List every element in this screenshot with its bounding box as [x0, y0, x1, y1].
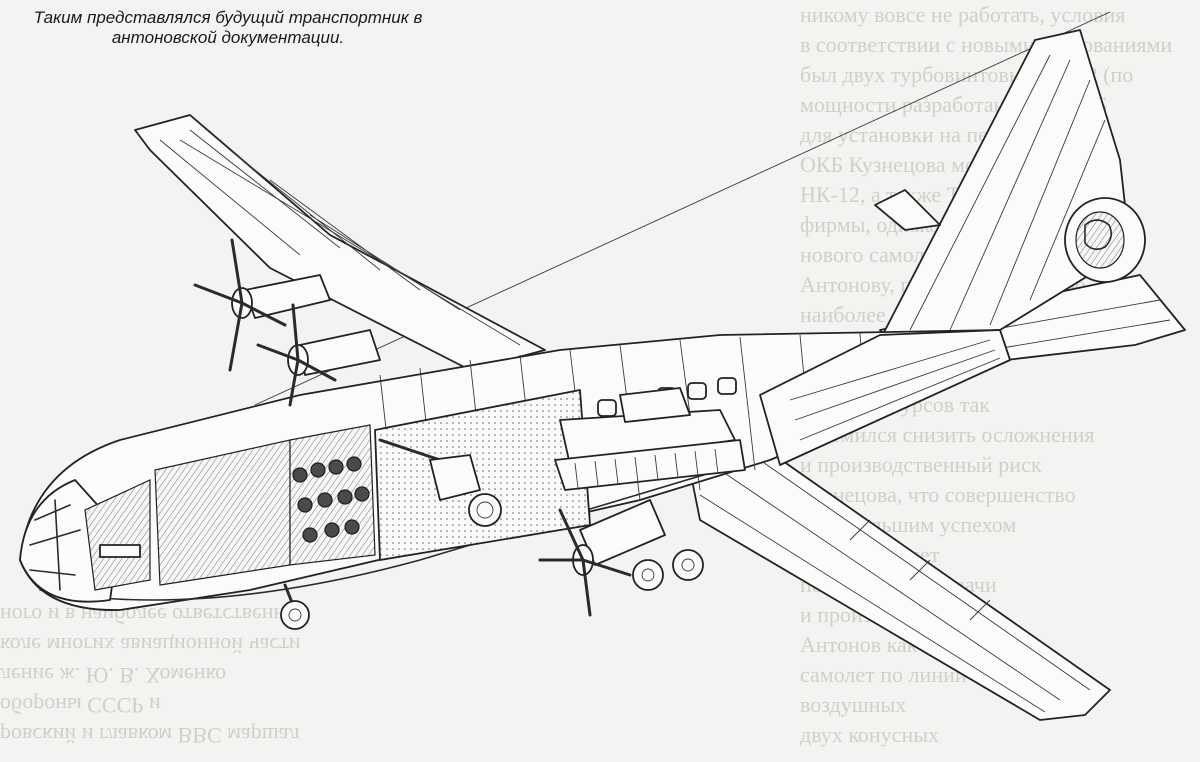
fin-fillet: [874, 189, 941, 231]
troop-heads: [292, 456, 370, 543]
tail-turret: [1064, 197, 1146, 283]
navigator-station: [84, 479, 151, 591]
background-text-line: двух конусных: [800, 722, 939, 747]
engine-right: [538, 499, 666, 617]
background-text-line: воздушных: [800, 692, 907, 717]
nose-section: [19, 479, 151, 603]
background-text-line: и производственный риск: [800, 452, 1042, 477]
nose-landing-gear: [280, 583, 310, 630]
tracked-vehicle: [554, 387, 746, 491]
antenna-wire: [254, 11, 1111, 406]
figure-caption: Таким представлялся будущий транспортник…: [18, 8, 438, 48]
background-text-line: никому вовсе не работать, условия: [800, 2, 1126, 27]
background-text-line: самолет по линии: [800, 662, 967, 687]
right-wing: [689, 444, 1111, 721]
engine-left-lower: [256, 303, 381, 407]
left-wing: [134, 114, 546, 371]
field-gun: [378, 438, 502, 527]
background-text-line: в соответствии с новыми требованиями: [800, 32, 1173, 57]
caption-line-2: антоновской документации.: [111, 28, 345, 47]
engine-left-upper: [193, 238, 331, 372]
caption-line-1: Таким представлялся будущий транспортник…: [33, 8, 423, 27]
background-text-line: Кузнецова, что совершенство: [800, 482, 1076, 507]
main-landing-gear: [632, 549, 704, 591]
